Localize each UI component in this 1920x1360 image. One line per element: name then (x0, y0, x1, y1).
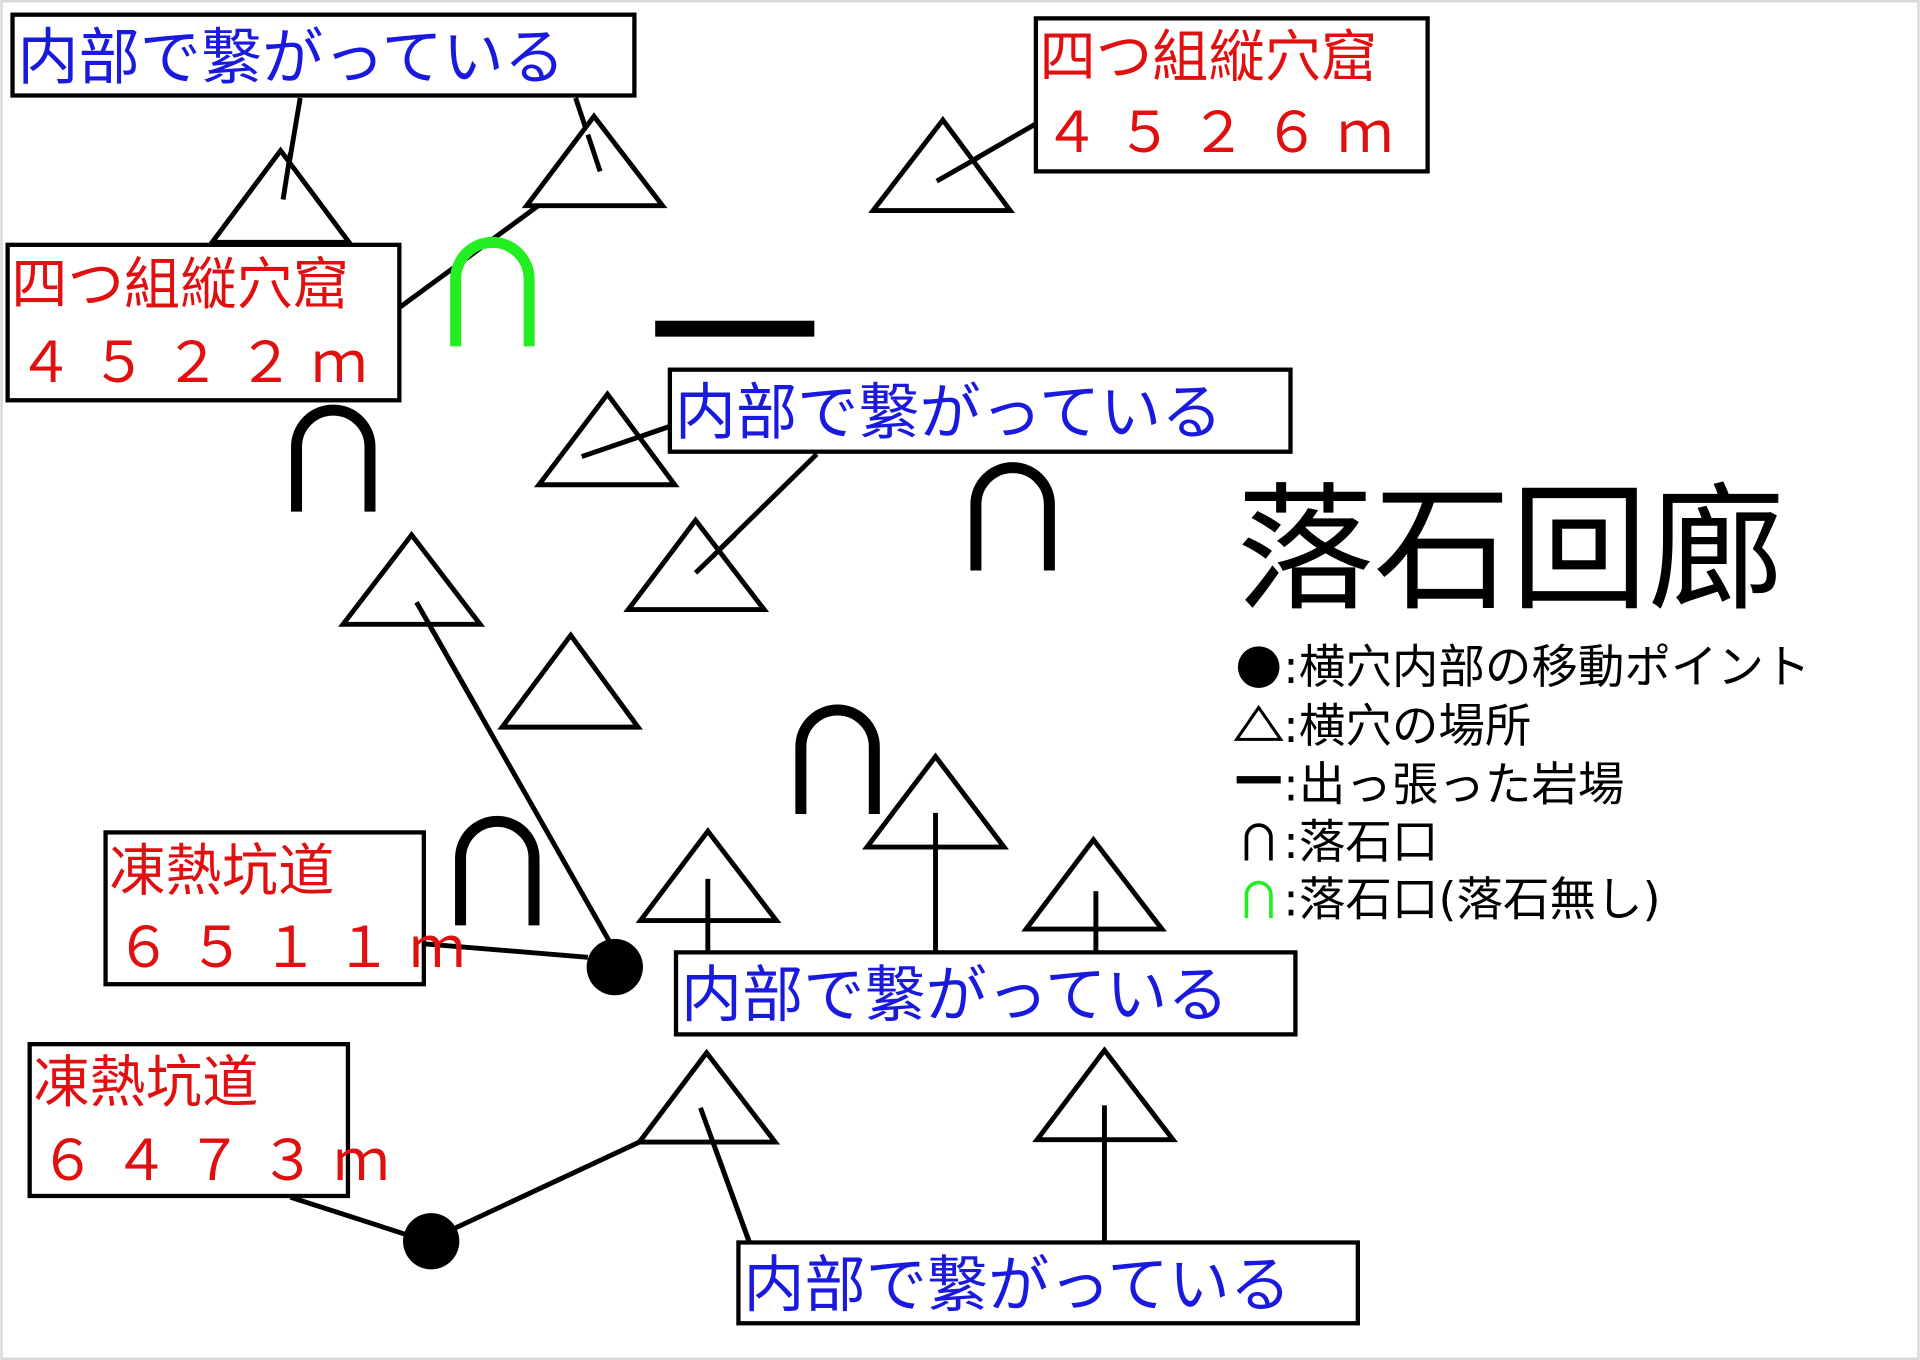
triangle-icon (623, 516, 770, 613)
svg-text:内部で繋がっている: 内部で繋がっている (743, 1250, 1291, 1321)
location-box-4526: 四つ組縦穴窟 ４５２６ｍ (1033, 16, 1430, 174)
triangle-icon (868, 115, 1016, 213)
svg-text:四つ組縦穴窟: 四つ組縦穴窟 (11, 253, 349, 318)
svg-text:６４７３ｍ: ６４７３ｍ (39, 1129, 406, 1194)
map-title: 落石回廊 (1237, 471, 1785, 630)
legend-label: :落石口(落石無し) (1283, 873, 1660, 927)
rockfall-opening-icon (455, 815, 540, 926)
triangle-icon (497, 631, 643, 730)
svg-text:内部で繋がっている: 内部で繋がっている (17, 22, 565, 93)
legend-triangle-icon (1233, 704, 1284, 741)
legend-rockfall-no-rock-icon (1244, 880, 1273, 919)
rock-ledge-icon (655, 320, 815, 337)
legend-ledge-icon (1236, 776, 1281, 784)
connected-label-4: 内部で繋がっている (736, 1240, 1360, 1326)
svg-text:凍熱坑道: 凍熱坑道 (109, 839, 334, 904)
location-box-4522: 四つ組縦穴窟 ４５２２ｍ (5, 242, 402, 403)
legend-label: :横穴内部の移動ポイント (1283, 640, 1810, 694)
side-cave-markers (207, 112, 1178, 1145)
svg-text:４５２２ｍ: ４５２２ｍ (17, 331, 384, 396)
location-box-6511: 凍熱坑道 ６５１１ｍ (103, 830, 482, 987)
legend-label: :横穴の場所 (1283, 699, 1531, 753)
movement-point-icon (403, 1213, 460, 1270)
rockfall-opening-icon (970, 462, 1055, 571)
svg-text:内部で繋がっている: 内部で繋がっている (675, 377, 1223, 448)
connected-label-3: 内部で繋がっている (673, 950, 1298, 1037)
triangle-icon (338, 530, 486, 627)
triangle-icon (634, 1048, 781, 1145)
triangle-icon (207, 146, 355, 245)
rockfall-opening-icon (795, 704, 880, 815)
connected-label-1: 内部で繋がっている (10, 12, 637, 98)
legend-label: :落石口 (1283, 815, 1438, 869)
rockfall-opening-no-rock-icon (450, 236, 535, 347)
svg-text:４５２６ｍ: ４５２６ｍ (1043, 101, 1410, 166)
location-box-6473: 凍熱坑道 ６４７３ｍ (27, 1042, 406, 1199)
svg-text:内部で繋がっている: 内部で繋がっている (681, 960, 1229, 1031)
legend-label: :出っ張った岩場 (1283, 758, 1624, 812)
rockfall-opening-icon (291, 404, 376, 512)
triangle-icon (533, 390, 680, 488)
connected-label-2: 内部で繋がっている (667, 367, 1293, 454)
legend-rockfall-icon (1244, 823, 1273, 861)
legend-dot-icon (1237, 646, 1280, 688)
triangle-stems (280, 133, 1107, 1244)
movement-point-icon (586, 938, 643, 996)
svg-text:凍熱坑道: 凍熱坑道 (33, 1051, 258, 1116)
svg-text:６５１１ｍ: ６５１１ｍ (115, 916, 482, 981)
svg-text:四つ組縦穴窟: 四つ組縦穴窟 (1040, 25, 1378, 90)
legend: :横穴内部の移動ポイント :横穴の場所 :出っ張った岩場 :落石口 :落石口(落… (1233, 640, 1810, 927)
